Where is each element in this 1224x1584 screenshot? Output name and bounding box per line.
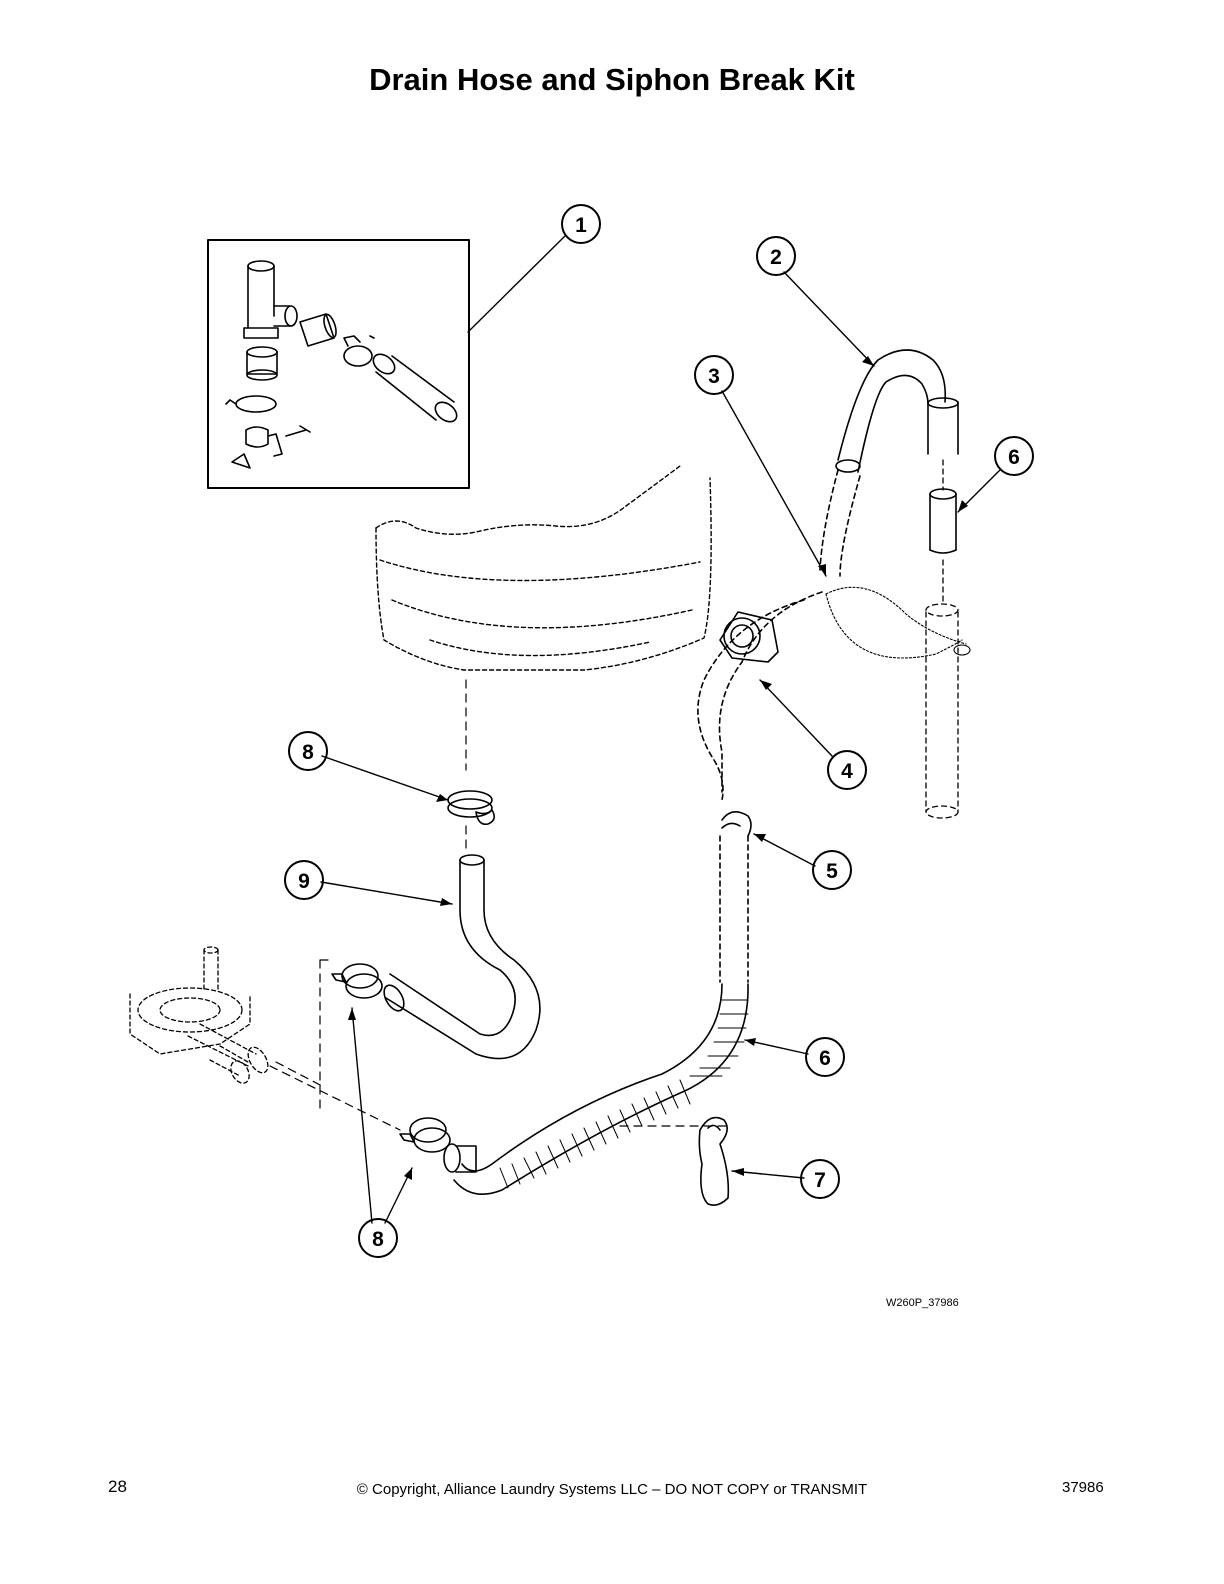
document-number: 37986 [1062,1479,1104,1496]
callout-2: 2 [756,236,796,276]
page-title: Drain Hose and Siphon Break Kit [369,62,855,97]
callout-3: 3 [694,355,734,395]
chain [825,586,971,659]
hose-piece-upper [929,488,957,554]
alignment-line [269,1061,401,1131]
standpipe-phantom [925,459,959,819]
hose-clamp-lower-a [331,963,383,999]
callout-6-upper: 6 [994,436,1034,476]
callout-9: 9 [284,860,324,900]
callout-5: 5 [812,850,852,890]
bushing [719,611,779,663]
drawing-code: W260P_37986 [886,1297,959,1309]
callout-8-lower: 8 [358,1218,398,1258]
callout-label: 5 [826,860,838,883]
drain-hose-main [443,469,861,1196]
hose-guide-clip [698,1116,730,1206]
callout-label: 8 [372,1228,384,1251]
tub-phantom-outline [375,465,712,671]
page-number: 28 [108,1477,127,1496]
callout-label: 4 [841,760,853,783]
molded-hose [383,854,541,1060]
leader-lines [320,235,1001,1224]
hose-clamp-upper [447,790,496,826]
callout-label: 6 [1008,446,1020,469]
siphon-break-kit-inset [207,239,470,489]
drain-hose-upper [835,349,959,473]
callout-label: 3 [708,365,720,388]
copyright-notice: © Copyright, Alliance Laundry Systems LL… [356,1481,868,1498]
callout-7: 7 [800,1159,840,1199]
alignment-line [319,959,331,1111]
callout-8-upper: 8 [288,731,328,771]
hose-clamp-lower-b [399,1117,451,1153]
callout-label: 6 [819,1047,831,1070]
callouts: 1 2 3 6 4 8 5 9 6 7 8 [284,204,1034,1258]
callout-4: 4 [827,750,867,790]
callout-label: 8 [302,741,314,764]
hose-clip [721,811,752,837]
callout-label: 7 [814,1169,826,1192]
callout-label: 9 [298,870,310,893]
pump-phantom [129,946,269,1084]
callout-6-lower: 6 [805,1037,845,1077]
callout-label: 2 [770,246,782,269]
callout-1: 1 [561,204,601,244]
leader-arrowheads [348,356,968,1180]
callout-label: 1 [575,214,587,237]
